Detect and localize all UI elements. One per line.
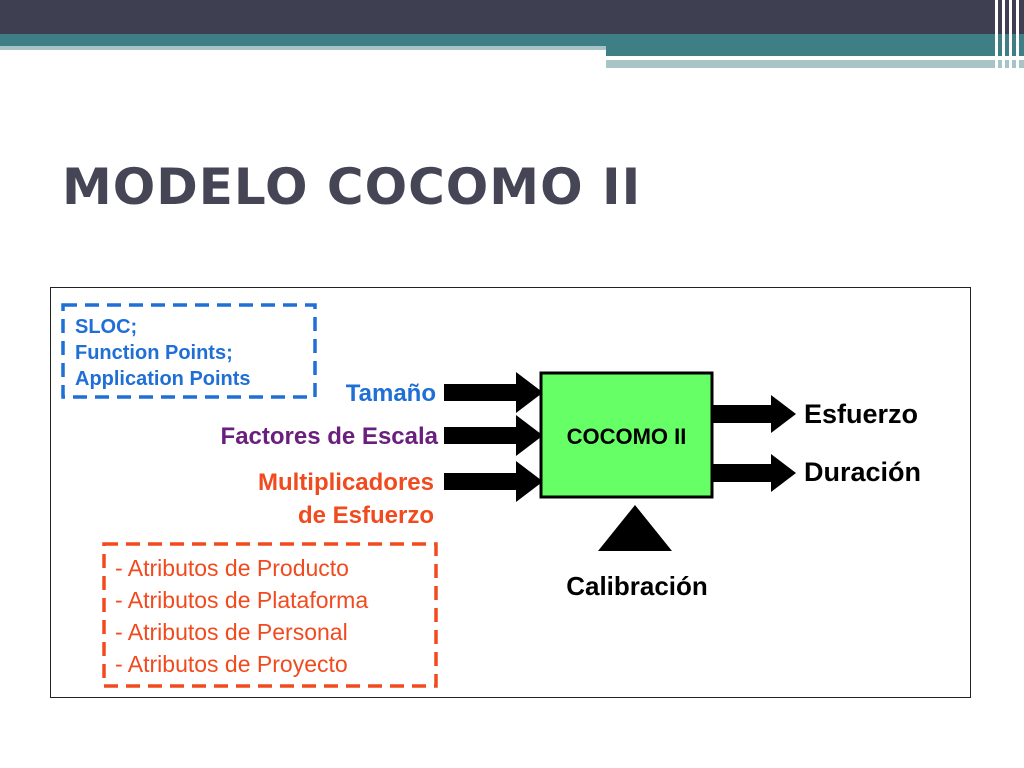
output-effort-arrow xyxy=(713,395,796,433)
input-scale-factors-arrow xyxy=(444,415,543,456)
output-duration-arrow xyxy=(713,454,796,492)
cocomo-diagram: SLOC; Function Points; Application Point… xyxy=(50,287,971,698)
attribute-personnel: - Atributos de Personal xyxy=(115,619,348,645)
output-effort-label: Esfuerzo xyxy=(804,399,918,429)
page-title: MODELO COCOMO II xyxy=(62,158,642,216)
input-scale-factors-label: Factores de Escala xyxy=(221,423,439,450)
input-size-arrow xyxy=(444,372,543,413)
input-effort-multipliers-arrow xyxy=(444,461,543,502)
calibration-label: Calibración xyxy=(566,571,708,601)
attribute-project: - Atributos de Proyecto xyxy=(115,651,348,677)
header-banner xyxy=(0,0,1024,68)
input-size-label: Tamaño xyxy=(346,380,436,407)
input-effort-multipliers-label-2: de Esfuerzo xyxy=(298,502,434,529)
size-metrics-box xyxy=(61,303,317,399)
calibration-triangle xyxy=(598,505,672,551)
size-metric-application-points: Application Points xyxy=(75,368,251,390)
cocomo-model-box xyxy=(539,371,714,499)
size-metric-sloc: SLOC; xyxy=(75,316,137,338)
attribute-platform: - Atributos de Plataforma xyxy=(115,587,368,613)
output-duration-label: Duración xyxy=(804,457,921,487)
attribute-product: - Atributos de Producto xyxy=(115,555,349,581)
cocomo-model-label: COCOMO II xyxy=(567,424,687,449)
size-metric-function-points: Function Points; xyxy=(75,342,233,364)
input-effort-multipliers-label-1: Multiplicadores xyxy=(258,469,434,496)
effort-attributes-box xyxy=(102,542,438,688)
